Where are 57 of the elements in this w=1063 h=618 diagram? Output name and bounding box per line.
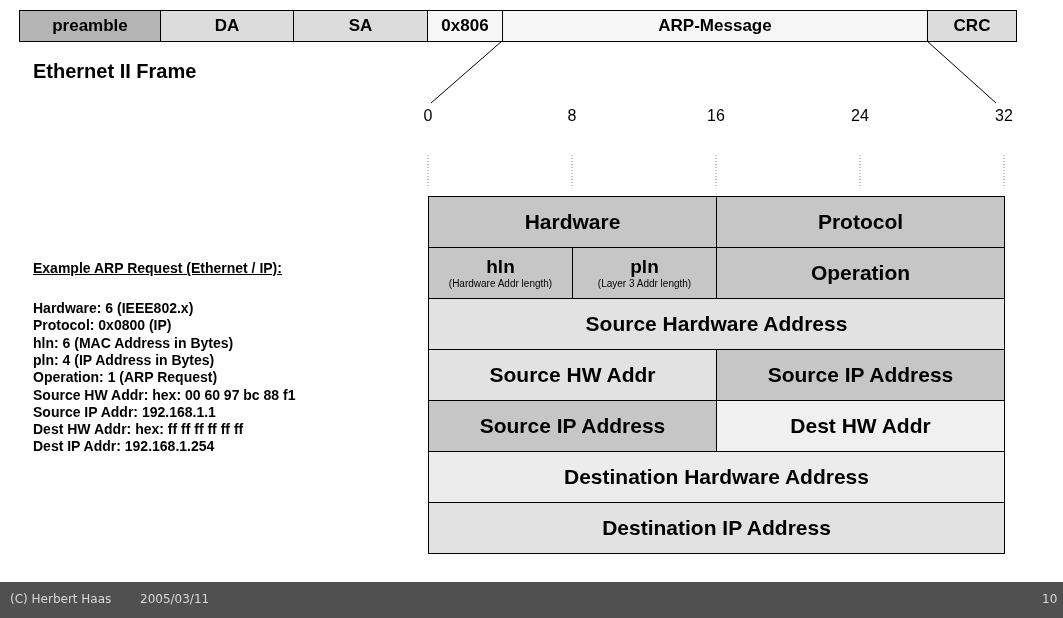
bit-offset-label: 8 <box>567 107 577 125</box>
example-field-value: Hardware: 6 (IEEE802.x) <box>33 300 194 316</box>
bit-offset-label: 0 <box>423 107 433 125</box>
field-name: Protocol <box>817 210 904 234</box>
header-field <box>428 247 573 299</box>
field-name: CRC <box>953 16 991 36</box>
frame-caption: Ethernet II Frame <box>33 60 197 83</box>
address-field <box>716 349 1005 401</box>
header-field <box>428 196 717 248</box>
frame-field <box>502 10 928 42</box>
example-field-value: Dest HW Addr: hex: ff ff ff ff ff ff <box>33 421 244 438</box>
example-field-value: pln: 4 (IP Address in Bytes) <box>33 351 215 368</box>
field-name: hln <box>486 257 515 278</box>
header-field <box>716 247 1005 299</box>
example-heading: Example ARP Request (Ethernet / IP): <box>33 260 282 276</box>
address-field <box>428 451 1005 503</box>
address-field <box>428 298 1005 350</box>
field-name: Operation <box>810 261 911 285</box>
address-field <box>716 400 1005 452</box>
header-field <box>716 196 1005 248</box>
field-name: Source IP Address <box>479 414 666 438</box>
field-name: 0x806 <box>441 16 489 36</box>
example-field-value: Operation: 1 (ARP Request) <box>33 369 218 386</box>
frame-field <box>427 10 503 42</box>
page-number: 10 <box>1042 592 1058 606</box>
bit-offset-label: 16 <box>707 107 725 125</box>
field-name: Source IP Address <box>767 363 954 387</box>
field-description: (Layer 3 Addr length) <box>597 277 692 289</box>
bit-offset-label: 24 <box>851 107 869 125</box>
address-field <box>428 400 717 452</box>
example-field-value: Source HW Addr: hex: 00 60 97 bc 88 f1 <box>33 386 296 403</box>
bit-offset-label: 32 <box>995 107 1013 125</box>
field-name: DA <box>214 16 240 36</box>
field-description: (Hardware Addr length) <box>448 277 553 289</box>
field-name: Source HW Addr <box>489 363 656 387</box>
address-field <box>428 349 717 401</box>
frame-field <box>927 10 1017 42</box>
field-name: ARP-Message <box>658 16 772 36</box>
field-name: SA <box>348 16 373 36</box>
field-name: pln <box>630 257 659 278</box>
address-field <box>428 502 1005 554</box>
field-name: Dest HW Addr <box>790 414 931 438</box>
footer-text: (C) Herbert Haas <box>10 592 112 606</box>
field-name: Hardware <box>524 210 621 234</box>
example-field-value: Dest IP Addr: 192.168.1.254 <box>33 438 215 455</box>
field-name: Destination Hardware Address <box>564 465 869 489</box>
frame-field <box>293 10 428 42</box>
header-field <box>572 247 717 299</box>
frame-field <box>19 10 161 42</box>
example-field-value: hln: 6 (MAC Address in Bytes) <box>33 334 234 351</box>
field-name: Destination IP Address <box>602 516 831 540</box>
frame-field <box>160 10 294 42</box>
field-name: Source Hardware Address <box>585 312 848 336</box>
example-field-value: Source IP Addr: 192.168.1.1 <box>33 403 216 420</box>
example-field-value: Protocol: 0x0800 (IP) <box>33 317 172 334</box>
field-name: preamble <box>52 16 128 36</box>
footer-text: 2005/03/11 <box>140 592 210 606</box>
